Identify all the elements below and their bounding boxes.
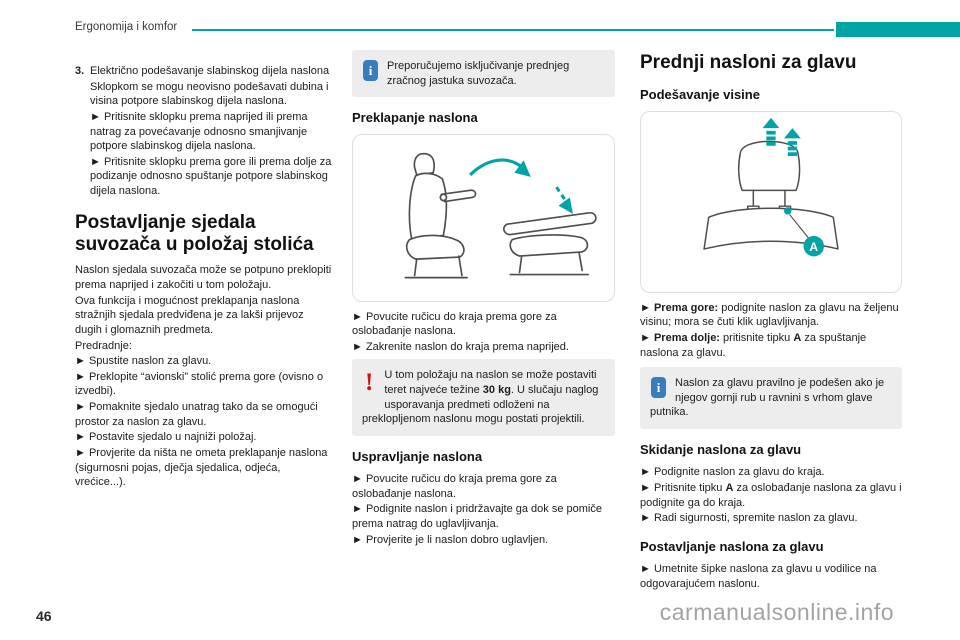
info-icon: i <box>363 60 378 81</box>
numbered-step-3: 3. Električno podešavanje slabinskog dij… <box>75 64 333 199</box>
fold-arrow-icon <box>469 158 573 214</box>
step-bullet: ► Prema gore: podignite naslon za glavu … <box>640 301 902 330</box>
step-bullet: ► Provjerite je li naslon dobro uglavlje… <box>352 533 549 546</box>
button-a-label: A <box>809 239 818 253</box>
warning-text-part: U tom položaju na naslon se može postavi… <box>384 369 597 397</box>
bullet-bold: Prema gore: <box>653 301 719 314</box>
bullet-text: za oslobađanje naslona za glavu i podign… <box>640 481 902 509</box>
info-text: Preporučujemo isključivanje prednjeg zra… <box>387 60 570 87</box>
seat-fold-drawing <box>404 152 597 278</box>
bullet-text: podignite naslon za glavu na željenu vis… <box>640 301 899 329</box>
chapter-color-tab <box>836 22 960 37</box>
subheading-raise-backrest: Uspravljanje naslona <box>352 448 483 464</box>
paragraph: Predradnje: <box>75 339 132 352</box>
step-bullet: ► Povucite ručicu do kraja prema gore za… <box>352 473 557 500</box>
step-bullet: ► Provjerite da ništa ne ometa preklapan… <box>75 446 328 489</box>
step-bullet: ► Postavite sjedalo u najniži položaj. <box>75 431 257 444</box>
button-a-callout: A <box>784 206 824 257</box>
step-bullet: ► Pritisnite tipku A za oslobađanje nasl… <box>640 481 902 510</box>
info-box-headrest-position: i Naslon za glavu pravilno je podešen ak… <box>640 367 902 430</box>
step-bullet: ► Prema dolje: pritisnite tipku A za spu… <box>640 331 902 360</box>
step-bullet: ► Podignite naslon za glavu do kraja. <box>640 466 825 479</box>
warning-text-part: . U slučaju naglog usporavanja predmeti … <box>362 384 599 426</box>
info-box-airbag: i Preporučujemo isključivanje prednjeg z… <box>352 50 615 98</box>
bullet-bold: Prema dolje: <box>653 331 720 344</box>
bullet-bold: A <box>725 481 734 494</box>
bullet-text: ► Pritisnite tipku <box>640 481 726 494</box>
subheading-install-headrest: Postavljanje naslona za glavu <box>640 538 824 554</box>
step-bullet: ► Preklopite “avionski” stolić prema gor… <box>75 370 324 398</box>
step-bullet: ► Pritisnite sklopku prema naprijed ili … <box>90 110 308 153</box>
section-heading-headrests: Prednji nasloni za glavu <box>640 52 857 73</box>
warning-box-max-load: ! U tom položaju na naslon se može posta… <box>352 359 615 436</box>
header-rule <box>192 29 834 31</box>
headrest-illustration: A <box>640 110 902 293</box>
warning-icon: ! <box>365 369 374 397</box>
page-number: 46 <box>36 608 52 624</box>
step-bullet: ► Radi sigurnosti, spremite naslon za gl… <box>640 512 858 525</box>
subheading-remove-headrest: Skidanje naslona za glavu <box>640 442 802 458</box>
warning-bold-value: 30 kg <box>482 384 511 397</box>
bullet-text: pritisnite tipku <box>719 331 794 344</box>
section-heading-table-position: Postavljanje sjedala suvozača u položaj … <box>75 211 314 256</box>
step-body: Sklopkom se mogu neovisno podešavati dub… <box>90 80 329 108</box>
step-bullet: ► Zakrenite naslon do kraja prema naprij… <box>352 340 569 353</box>
headrest-drawing: A <box>703 117 839 257</box>
bullet-text: za spuštanje naslona za glavu. <box>640 331 867 359</box>
subheading-fold-backrest: Preklapanje naslona <box>352 110 478 126</box>
step-bullet: ► Spustite naslon za glavu. <box>75 355 212 368</box>
bullet-marker: ► <box>640 331 654 344</box>
watermark-text: carmanualsonline.info <box>659 599 894 625</box>
column-left: 3. Električno podešavanje slabinskog dij… <box>75 64 333 491</box>
info-text: Naslon za glavu pravilno je podešen ako … <box>650 377 885 419</box>
bullet-marker: ► <box>640 301 654 314</box>
bullet-bold: A <box>793 331 802 344</box>
height-adjust-arrows-icon <box>762 117 801 156</box>
step-bullet: ► Pomaknite sjedalo unatrag tako da se o… <box>75 401 318 428</box>
step-bullet: ► Pritisnite sklopku prema gore ili prem… <box>90 155 332 197</box>
column-middle: i Preporučujemo isključivanje prednjeg z… <box>352 50 615 548</box>
info-icon: i <box>651 377 666 399</box>
step-bullet: ► Povucite ručicu do kraja prema gore za… <box>352 310 557 338</box>
step-bullet: ► Podignite naslon i pridržavajte ga dok… <box>352 503 602 531</box>
column-right: Prednji nasloni za glavu Podešavanje vis… <box>640 52 902 592</box>
step-number: 3. <box>75 65 85 77</box>
paragraph: Naslon sjedala suvozača može se potpuno … <box>75 264 332 292</box>
chapter-title: Ergonomija i komfor <box>75 21 178 33</box>
seat-folding-illustration <box>352 133 615 302</box>
paragraph: Ova funkcija i mogućnost preklapanja nas… <box>75 294 304 336</box>
step-title: Električno podešavanje slabinskog dijela… <box>90 65 330 77</box>
warning-text: U tom položaju na naslon se može postavi… <box>362 368 605 427</box>
step-bullet: ► Umetnite šipke naslona za glavu u vodi… <box>640 563 877 590</box>
subheading-height-adjust: Podešavanje visine <box>640 87 760 103</box>
